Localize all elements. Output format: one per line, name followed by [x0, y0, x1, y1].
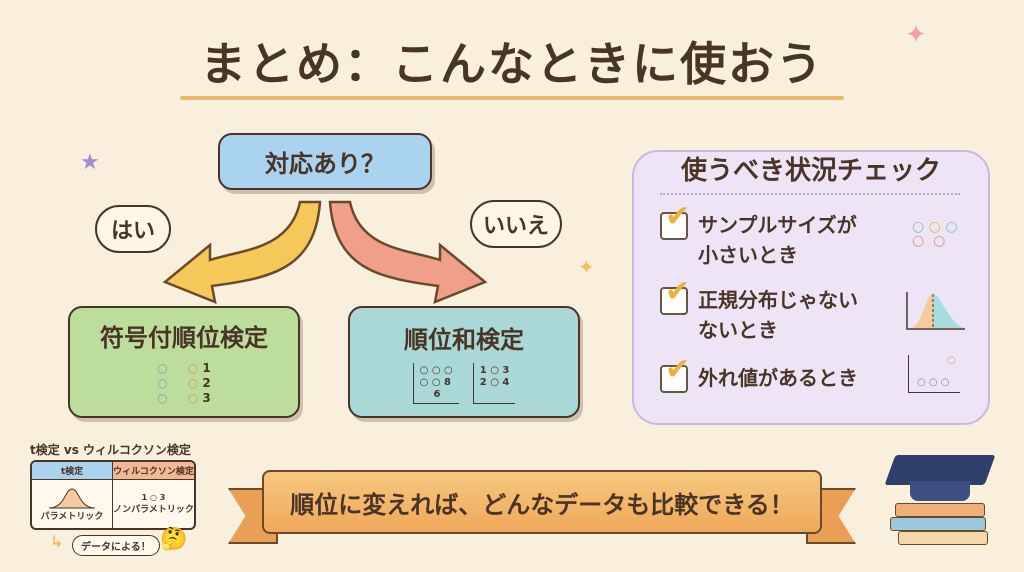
skewed-distribution-icon: [906, 292, 965, 330]
sparkle-icon: ✦: [905, 20, 927, 50]
checkbox-checked: ✔: [660, 277, 690, 315]
pairing-icon: ○○○ ○ 1○ 2○ 3: [157, 361, 211, 405]
result-label: 順位和検定: [404, 326, 524, 354]
checkbox-checked: ✔: [660, 355, 690, 393]
comparison-table: t検定 ウィルコクソン検定 パラメトリック 1 ○ 3 ノンパラメトリック: [30, 460, 196, 530]
divider: [660, 193, 960, 195]
nonparametric-cell: 1 ○ 3 ノンパラメトリック: [113, 480, 194, 528]
checklist-panel: [632, 150, 990, 425]
rank: 6: [433, 389, 441, 400]
note-bubble: データによる！: [72, 535, 160, 556]
no-bubble: いいえ: [470, 200, 562, 248]
sparkle-icon: ✦: [578, 255, 595, 279]
no-arrow: [328, 200, 488, 305]
result-label: 符号付順位検定: [100, 324, 268, 352]
checklist-item: ✔ 外れ値があるとき: [660, 355, 858, 393]
check-icon: ✔: [665, 199, 691, 234]
check-icon: ✔: [665, 352, 691, 387]
cell-label: ノンパラメトリック: [113, 505, 194, 515]
rank: 2: [202, 376, 211, 390]
rank: 3: [502, 365, 510, 376]
normal-curve-icon: [48, 487, 96, 508]
yes-bubble: はい: [95, 205, 171, 253]
signed-rank-test-box: 符号付順位検定 ○○○ ○ 1○ 2○ 3: [68, 306, 300, 418]
checklist-item: ✔ 正規分布じゃないないとき: [660, 277, 858, 345]
scatter-dots-icon: ○ ○ ○○ ○: [912, 219, 958, 249]
rank: 1: [479, 365, 487, 376]
item-text: 外れ値があるとき: [698, 366, 858, 390]
rank: 8: [444, 377, 451, 388]
rank: 3: [202, 391, 211, 405]
col-header: ウィルコクソン検定: [113, 462, 194, 480]
rank: 4: [502, 377, 510, 388]
rank: 2: [479, 377, 487, 388]
yes-arrow: [162, 200, 322, 305]
star-icon: ★: [80, 150, 100, 175]
checklist-title: 使うべき状況チェック: [680, 156, 941, 186]
item-text: ないとき: [698, 318, 778, 342]
summary-banner: 順位に変えれば、どんなデータも比較できる！: [262, 470, 822, 534]
outlier-plot-icon: ○○ ○ ○: [908, 355, 960, 393]
item-text: サンプルサイズが: [698, 213, 857, 237]
item-text: 小さいとき: [698, 243, 798, 267]
flow-arrows: [162, 200, 488, 305]
graduation-cap-books-icon: [880, 445, 1000, 555]
comparison-title: t検定 vs ウィルコクソン検定: [30, 443, 191, 457]
thinking-face-icon: 🤔: [160, 527, 188, 552]
cell-label: パラメトリック: [40, 511, 104, 522]
checkbox-checked: ✔: [660, 202, 690, 240]
title-underline: [180, 96, 844, 100]
rank: 1: [202, 361, 211, 375]
checklist-item: ✔ サンプルサイズが小さいとき: [660, 202, 857, 270]
page-title: まとめ：こんなときに使おう: [200, 37, 824, 91]
check-icon: ✔: [665, 274, 691, 309]
arrow-icon: ↳: [50, 532, 64, 551]
parametric-cell: パラメトリック: [32, 480, 113, 528]
question-box: 対応あり？: [218, 133, 432, 190]
col-header: t検定: [32, 462, 113, 480]
item-text: 正規分布じゃない: [698, 288, 858, 312]
rank-icon: 1 ○ 3: [141, 493, 166, 502]
